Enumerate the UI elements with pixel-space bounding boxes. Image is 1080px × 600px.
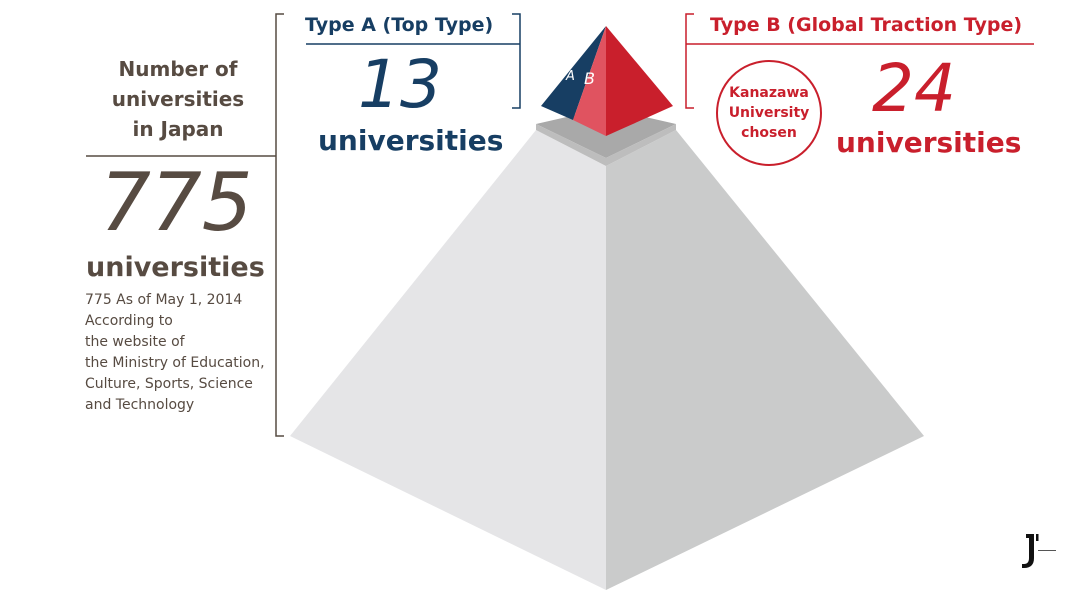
total-number: 775 [100,156,253,249]
total-note-line: the Ministry of Education, [85,355,265,371]
type-b-face [573,26,606,136]
type-b-bracket [685,13,694,109]
total-heading-line: universities [111,87,245,111]
type-b-unit: universities [836,126,1022,159]
type-a-number: 13 [358,46,442,123]
badge-line: Kanazawa [729,85,809,101]
total-heading: Number of universities in Japan [96,54,260,144]
kanazawa-chosen-badge: Kanazawa University chosen [716,60,822,166]
pyramid-left-face [290,130,606,590]
type-a-bracket [512,13,521,109]
type-b-right-face [606,26,673,136]
total-note-line: the website of [85,334,185,350]
total-note-line: 775 As of May 1, 2014 [85,292,243,308]
total-heading-line: in Japan [132,117,224,141]
total-note-line: and Technology [85,397,195,413]
type-a-face [541,26,606,120]
type-b-number: 24 [872,50,956,127]
type-a-face-letter: A [565,69,575,84]
total-note-line: Culture, Sports, Science [85,376,253,392]
total-bracket [275,13,284,437]
badge-line: University [728,105,810,121]
watermark-logo [1022,534,1056,568]
type-a-label: Type A (Top Type) [305,14,494,36]
type-b-label: Type B (Global Traction Type) [710,14,1023,36]
total-unit: universities [86,252,265,283]
total-heading-line: Number of [118,57,238,81]
type-a-unit: universities [318,124,504,157]
badge-line: chosen [741,125,797,141]
total-note-line: According to [85,313,173,329]
type-b-face-letter: B [584,69,595,88]
pyramid-right-face [606,130,924,590]
total-note: 775 As of May 1, 2014 According to the w… [85,290,265,416]
